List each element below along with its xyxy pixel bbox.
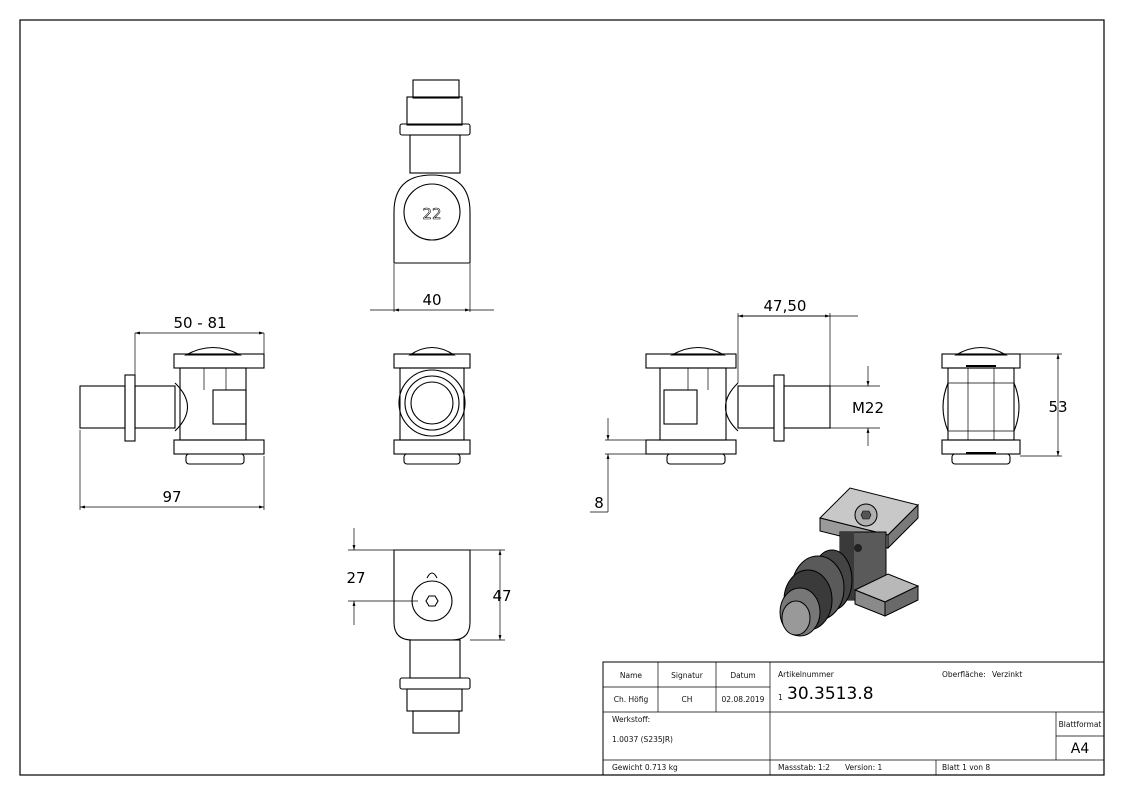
side-view: 53 <box>941 346 1068 465</box>
bottom-view: 27 47 <box>346 528 512 734</box>
thread-dimension: M22 <box>852 399 884 417</box>
bottom-offset-dimension: 27 <box>346 569 365 587</box>
format-label: Blattformat <box>1059 720 1102 729</box>
article-label: Artikelnummer <box>778 670 835 679</box>
front-view <box>393 346 471 465</box>
material-label: Werkstoff: <box>612 715 650 724</box>
isometric-view <box>779 487 920 637</box>
left-total-dimension: 97 <box>162 488 181 506</box>
right-view: 47,50 M22 8 <box>590 297 884 513</box>
author-name: Ch. Höfig <box>614 695 649 704</box>
col-signature-header: Signatur <box>671 671 704 680</box>
drawing-date: 02.08.2019 <box>722 695 765 704</box>
weight: Gewicht 0.713 kg <box>612 763 678 772</box>
surface-value: Verzinkt <box>992 670 1022 679</box>
sheet-number: Blatt 1 von 8 <box>942 763 990 772</box>
bottom-height-dimension: 47 <box>492 587 511 605</box>
drawing-frame <box>19 19 1105 776</box>
title-block: Name Signatur Datum Ch. Höfig CH 02.08.2… <box>602 661 1105 776</box>
col-name-header: Name <box>620 671 643 680</box>
version: Version: 1 <box>845 763 882 772</box>
col-date-header: Datum <box>730 671 755 680</box>
left-range-dimension: 50 - 81 <box>173 314 226 332</box>
right-offset-dimension: 47,50 <box>764 297 807 315</box>
flange-dimension: 8 <box>594 494 604 512</box>
article-number: 30.3513.8 <box>787 684 874 704</box>
top-view: 22 40 <box>370 79 494 312</box>
author-signature: CH <box>682 695 693 704</box>
surface-label: Oberfläche: <box>942 670 986 679</box>
left-view: 50 - 81 97 <box>79 314 265 510</box>
material-value: 1.0037 (S235JR) <box>612 735 673 744</box>
format-value: A4 <box>1071 741 1090 757</box>
article-prefix: 1 <box>778 693 783 702</box>
top-view-number: 22 <box>422 205 441 223</box>
side-height-dimension: 53 <box>1048 398 1067 416</box>
scale: Massstab: 1:2 <box>778 763 830 772</box>
top-width-dimension: 40 <box>422 291 441 309</box>
